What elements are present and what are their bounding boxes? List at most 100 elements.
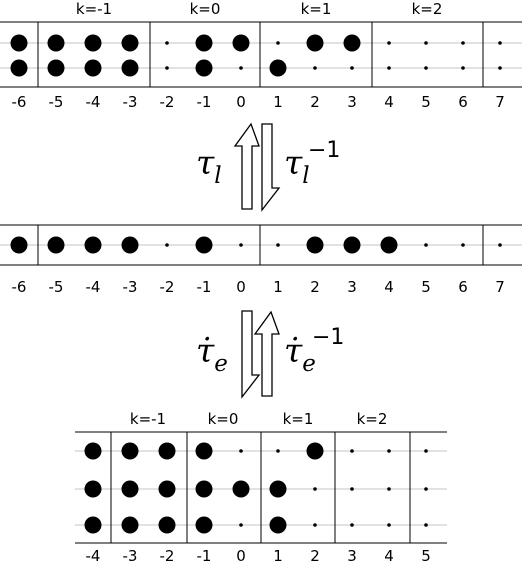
axis-tick-label: -3 — [123, 93, 138, 111]
occupied-dot — [306, 34, 324, 52]
occupied-dot — [158, 442, 176, 460]
empty-dot — [387, 449, 391, 453]
empty-dot — [424, 243, 428, 247]
axis-tick-label: 0 — [236, 93, 246, 111]
panel-c-block-label-k-minus-1: k=-1 — [130, 410, 166, 428]
empty-dot — [424, 66, 428, 70]
empty-dot — [350, 66, 354, 70]
svg-text:τ̇e: τ̇e — [196, 331, 228, 377]
axis-tick-label: 1 — [273, 278, 283, 296]
occupied-dot — [10, 236, 28, 254]
axis-tick-label: -3 — [123, 547, 138, 564]
down-arrow-icon — [241, 310, 261, 399]
axis-tick-label: 0 — [236, 547, 246, 564]
axis-tick-label: -4 — [86, 547, 101, 564]
empty-dot — [165, 66, 169, 70]
occupied-dot — [121, 59, 139, 77]
occupied-dot — [84, 34, 102, 52]
axis-tick-label: 2 — [310, 93, 320, 111]
occupied-dot — [158, 480, 176, 498]
occupied-dot — [10, 59, 28, 77]
tau-l-subscript: l — [214, 163, 221, 189]
empty-dot — [498, 41, 502, 45]
occupied-dot — [195, 236, 213, 254]
axis-tick-label: 4 — [384, 93, 394, 111]
occupied-dot — [158, 516, 176, 534]
occupied-dot — [306, 442, 324, 460]
panel-c-block-label-k-1: k=1 — [283, 410, 314, 428]
panel-c-block-label-k-0: k=0 — [208, 410, 239, 428]
occupied-dot — [84, 480, 102, 498]
occupied-dot — [380, 236, 398, 254]
empty-dot — [239, 243, 243, 247]
axis-tick-label: -4 — [86, 278, 101, 296]
occupied-dot — [306, 236, 324, 254]
occupied-dot — [47, 34, 65, 52]
occupied-dot — [121, 516, 139, 534]
occupied-dot — [195, 442, 213, 460]
empty-dot — [350, 487, 354, 491]
empty-dot — [165, 243, 169, 247]
panel-a-block-label-k-minus-1: k=-1 — [76, 0, 112, 18]
axis-tick-label: 7 — [495, 93, 505, 111]
up-arrow-icon — [233, 122, 260, 210]
empty-dot — [276, 449, 280, 453]
empty-dot — [313, 523, 317, 527]
empty-dot — [276, 41, 280, 45]
tau-e-symbol: τ̇ — [196, 331, 215, 370]
tau-e-inverse-subscript: e — [302, 351, 316, 377]
axis-tick-label: 5 — [421, 93, 431, 111]
tau-l-inverse-symbol: τ — [284, 143, 303, 182]
empty-dot — [239, 449, 243, 453]
empty-dot — [424, 487, 428, 491]
empty-dot — [424, 523, 428, 527]
axis-tick-label: 0 — [236, 278, 246, 296]
occupied-dot — [269, 59, 287, 77]
axis-tick-label: -1 — [197, 547, 212, 564]
axis-tick-label: -5 — [49, 93, 64, 111]
axis-tick-label: -4 — [86, 93, 101, 111]
empty-dot — [276, 243, 280, 247]
panel-a-block-label-k-0: k=0 — [190, 0, 221, 18]
axis-tick-label: -2 — [160, 278, 175, 296]
empty-dot — [350, 449, 354, 453]
empty-dot — [461, 41, 465, 45]
empty-dot — [313, 66, 317, 70]
tau-e-subscript: e — [214, 351, 228, 377]
axis-tick-label: 7 — [495, 278, 505, 296]
occupied-dot — [195, 34, 213, 52]
tau-l-symbol: τ — [196, 143, 215, 182]
axis-tick-label: -1 — [197, 278, 212, 296]
arrows-bottom-group: τ̇e τ̇e −1 — [196, 310, 344, 399]
empty-dot — [239, 523, 243, 527]
occupied-dot — [84, 442, 102, 460]
axis-tick-label: 1 — [273, 547, 283, 564]
tau-l-inverse-subscript: l — [302, 163, 309, 189]
down-arrow-icon — [261, 123, 281, 212]
empty-dot — [387, 41, 391, 45]
empty-dot — [461, 243, 465, 247]
empty-dot — [313, 487, 317, 491]
svg-text:τl: τl — [284, 143, 310, 189]
axis-tick-label: -3 — [123, 278, 138, 296]
panel-a-block-label-k-2: k=2 — [412, 0, 443, 18]
tau-l-inverse-superscript: −1 — [308, 138, 340, 163]
axis-tick-label: 1 — [273, 93, 283, 111]
axis-tick-label: -6 — [12, 278, 27, 296]
occupied-dot — [84, 516, 102, 534]
arrows-top-group: τl τl −1 — [196, 122, 340, 212]
empty-dot — [387, 66, 391, 70]
occupied-dot — [195, 59, 213, 77]
empty-dot — [387, 487, 391, 491]
occupied-dot — [269, 480, 287, 498]
axis-tick-label: 4 — [384, 547, 394, 564]
up-arrow-icon — [253, 310, 280, 397]
axis-tick-label: 6 — [458, 93, 468, 111]
occupied-dot — [47, 236, 65, 254]
axis-tick-label: 3 — [347, 547, 357, 564]
empty-dot — [165, 41, 169, 45]
axis-tick-label: 2 — [310, 547, 320, 564]
